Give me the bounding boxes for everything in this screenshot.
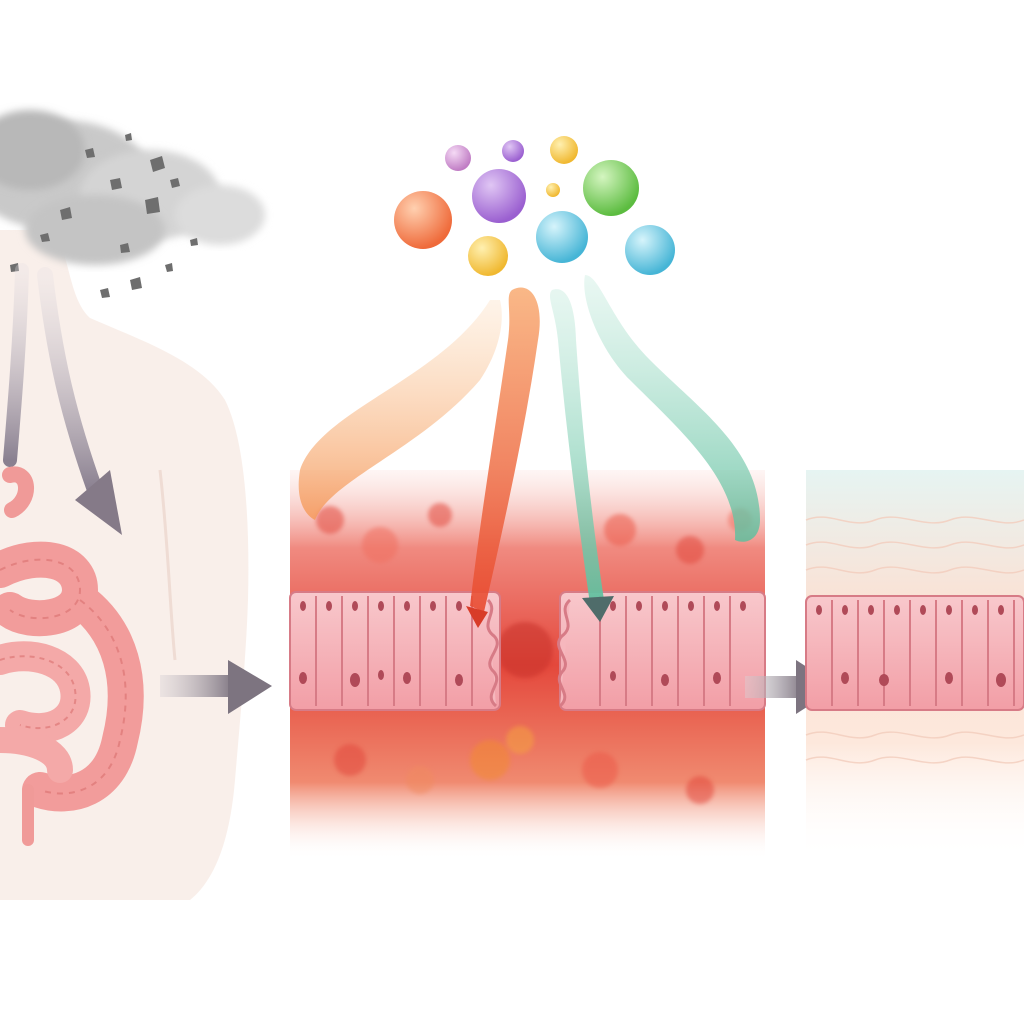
intestine-illustration	[0, 466, 144, 846]
nutrient-sphere-icon	[394, 191, 452, 249]
body-panel	[0, 110, 272, 900]
smoke-cloud-icon	[0, 110, 265, 298]
flow-arrow-icon	[160, 660, 272, 714]
nutrient-sphere-icon	[468, 236, 508, 276]
flow-arrow-icon	[3, 263, 122, 535]
nutrient-sphere-icon	[445, 145, 471, 171]
epithelial-cells-left	[289, 591, 501, 711]
nutrient-streams	[298, 275, 760, 628]
nutrient-sphere-icon	[583, 160, 639, 216]
nutrient-sphere-icon	[550, 136, 578, 164]
healed-lining-panel	[805, 470, 1024, 860]
nutrient-sphere-icon	[625, 225, 675, 275]
damaged-lining-panel	[289, 136, 838, 860]
epithelial-cells-healed	[805, 595, 1024, 711]
epithelial-cells-right	[557, 591, 766, 711]
nutrient-sphere-icon	[536, 211, 588, 263]
nutrient-sphere-icon	[502, 140, 524, 162]
nutrient-cluster	[394, 136, 675, 276]
nutrient-sphere-icon	[472, 169, 526, 223]
nutrient-sphere-icon	[546, 183, 560, 197]
